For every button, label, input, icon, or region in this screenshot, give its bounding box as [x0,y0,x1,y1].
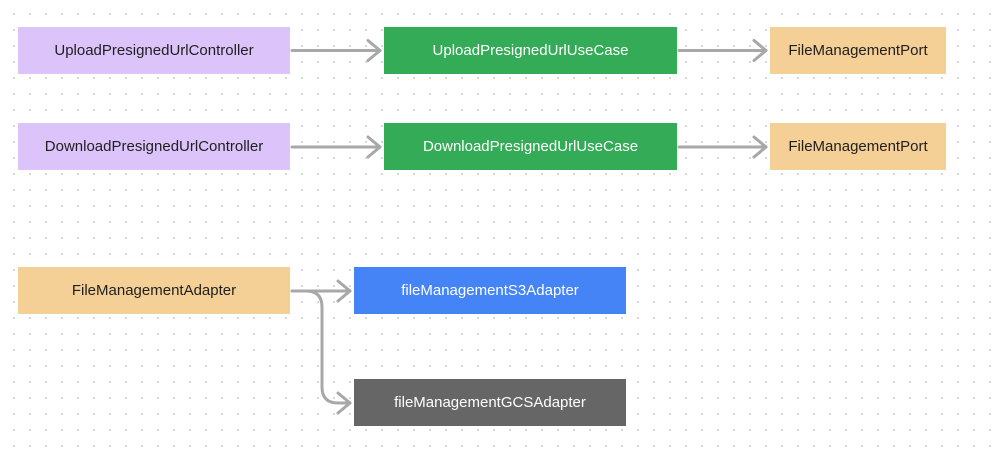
arrowhead [366,39,382,62]
arrowhead [336,279,352,303]
upload-port-node[interactable]: FileManagementPort [770,27,946,74]
arrowhead [752,39,768,62]
arrow-adapter-to-gcs [290,289,352,415]
arrow-upload-controller-to-usecase [290,39,382,62]
arrow-download-usecase-to-port [677,135,768,159]
arrow-download-controller-to-usecase [290,135,382,159]
arrowhead [366,135,382,159]
upload-controller-node[interactable]: UploadPresignedUrlController [18,27,290,74]
arrowhead [336,391,352,415]
download-usecase-node[interactable]: DownloadPresignedUrlUseCase [384,123,677,170]
arrowhead [752,135,768,159]
download-port-node[interactable]: FileManagementPort [770,123,946,170]
arrow-adapter-to-s3 [290,279,352,303]
download-controller-node[interactable]: DownloadPresignedUrlController [18,123,290,170]
gcs-adapter-node[interactable]: fileManagementGCSAdapter [354,379,626,426]
upload-usecase-node[interactable]: UploadPresignedUrlUseCase [384,27,677,74]
adapter-node[interactable]: FileManagementAdapter [18,267,290,314]
s3-adapter-node[interactable]: fileManagementS3Adapter [354,267,626,314]
arrow-upload-usecase-to-port [677,39,768,62]
